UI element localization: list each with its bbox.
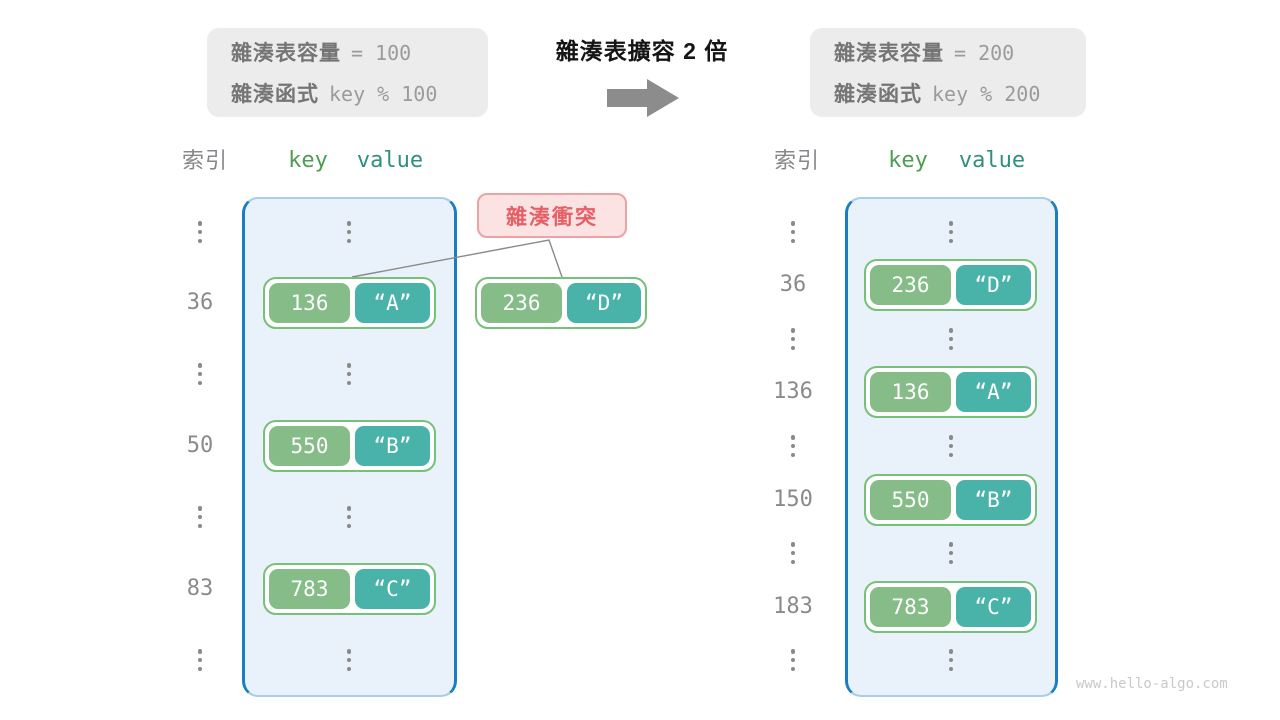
index-label: 83 — [186, 576, 214, 601]
key-value-pair: 136 “A” — [263, 277, 436, 329]
value-box: “B” — [956, 480, 1031, 520]
key-value-pair: 550 “B” — [263, 420, 436, 472]
capacity-value: = 100 — [351, 41, 412, 65]
watermark: www.hello-algo.com — [1076, 676, 1228, 692]
vertical-ellipsis-icon — [921, 328, 981, 350]
key-value-pair: 136 “A” — [864, 366, 1037, 418]
right-index-header: 索引 — [773, 148, 820, 173]
vertical-ellipsis-icon — [921, 542, 981, 564]
key-value-pair: 783 “C” — [864, 581, 1037, 633]
colliding-key-value-pair: 236 “D” — [475, 277, 647, 329]
value-box: “C” — [956, 587, 1031, 627]
vertical-ellipsis-icon — [763, 542, 823, 564]
vertical-ellipsis-icon — [921, 435, 981, 457]
capacity-value: = 200 — [954, 41, 1015, 65]
vertical-ellipsis-icon — [170, 221, 230, 243]
value-box: “D” — [567, 283, 641, 323]
vertical-ellipsis-icon — [319, 221, 379, 243]
key-value-pair: 783 “C” — [263, 563, 436, 615]
right-arrow-icon — [607, 79, 679, 122]
key-box: 783 — [870, 587, 951, 627]
value-box: “D” — [956, 265, 1031, 305]
vertical-ellipsis-icon — [319, 363, 379, 385]
hash-function-label: 雜湊函式 — [231, 83, 319, 106]
key-box: 783 — [269, 569, 350, 609]
vertical-ellipsis-icon — [170, 506, 230, 528]
hash-function-value: key % 100 — [329, 82, 438, 106]
index-label: 183 — [773, 594, 813, 619]
index-label: 150 — [773, 487, 813, 512]
vertical-ellipsis-icon — [763, 221, 823, 243]
key-box: 550 — [870, 480, 951, 520]
expansion-title: 雜湊表擴容 2 倍 — [555, 38, 729, 64]
capacity-info-box-after: 雜湊表容量 = 200 雜湊函式 key % 200 — [810, 28, 1086, 117]
right-key-header: key — [888, 148, 928, 173]
vertical-ellipsis-icon — [763, 649, 823, 671]
hash-collision-label: 雜湊衝突 — [477, 193, 627, 238]
capacity-row: 雜湊表容量 = 200 — [834, 37, 1086, 67]
key-value-pair: 550 “B” — [864, 474, 1037, 526]
index-label: 136 — [773, 379, 813, 404]
capacity-info-box-before: 雜湊表容量 = 100 雜湊函式 key % 100 — [207, 28, 488, 117]
key-box: 136 — [870, 372, 951, 412]
vertical-ellipsis-icon — [763, 328, 823, 350]
key-box: 136 — [269, 283, 350, 323]
left-value-header: value — [356, 148, 424, 173]
vertical-ellipsis-icon — [319, 506, 379, 528]
index-label: 50 — [186, 433, 214, 458]
hash-function-row: 雜湊函式 key % 100 — [231, 78, 488, 108]
capacity-row: 雜湊表容量 = 100 — [231, 37, 488, 67]
vertical-ellipsis-icon — [170, 649, 230, 671]
key-box: 236 — [481, 283, 562, 323]
value-box: “A” — [355, 283, 430, 323]
value-box: “C” — [355, 569, 430, 609]
vertical-ellipsis-icon — [763, 435, 823, 457]
vertical-ellipsis-icon — [170, 363, 230, 385]
capacity-label: 雜湊表容量 — [834, 42, 944, 65]
capacity-label: 雜湊表容量 — [231, 42, 341, 65]
index-label: 36 — [779, 272, 807, 297]
vertical-ellipsis-icon — [921, 649, 981, 671]
key-box: 550 — [269, 426, 350, 466]
index-label: 36 — [186, 290, 214, 315]
left-index-header: 索引 — [181, 148, 228, 173]
hash-function-label: 雜湊函式 — [834, 83, 922, 106]
hash-function-value: key % 200 — [932, 82, 1041, 106]
hash-function-row: 雜湊函式 key % 200 — [834, 78, 1086, 108]
left-key-header: key — [288, 148, 328, 173]
key-value-pair: 236 “D” — [864, 259, 1037, 311]
vertical-ellipsis-icon — [319, 649, 379, 671]
value-box: “B” — [355, 426, 430, 466]
right-value-header: value — [958, 148, 1026, 173]
vertical-ellipsis-icon — [921, 221, 981, 243]
key-box: 236 — [870, 265, 951, 305]
value-box: “A” — [956, 372, 1031, 412]
